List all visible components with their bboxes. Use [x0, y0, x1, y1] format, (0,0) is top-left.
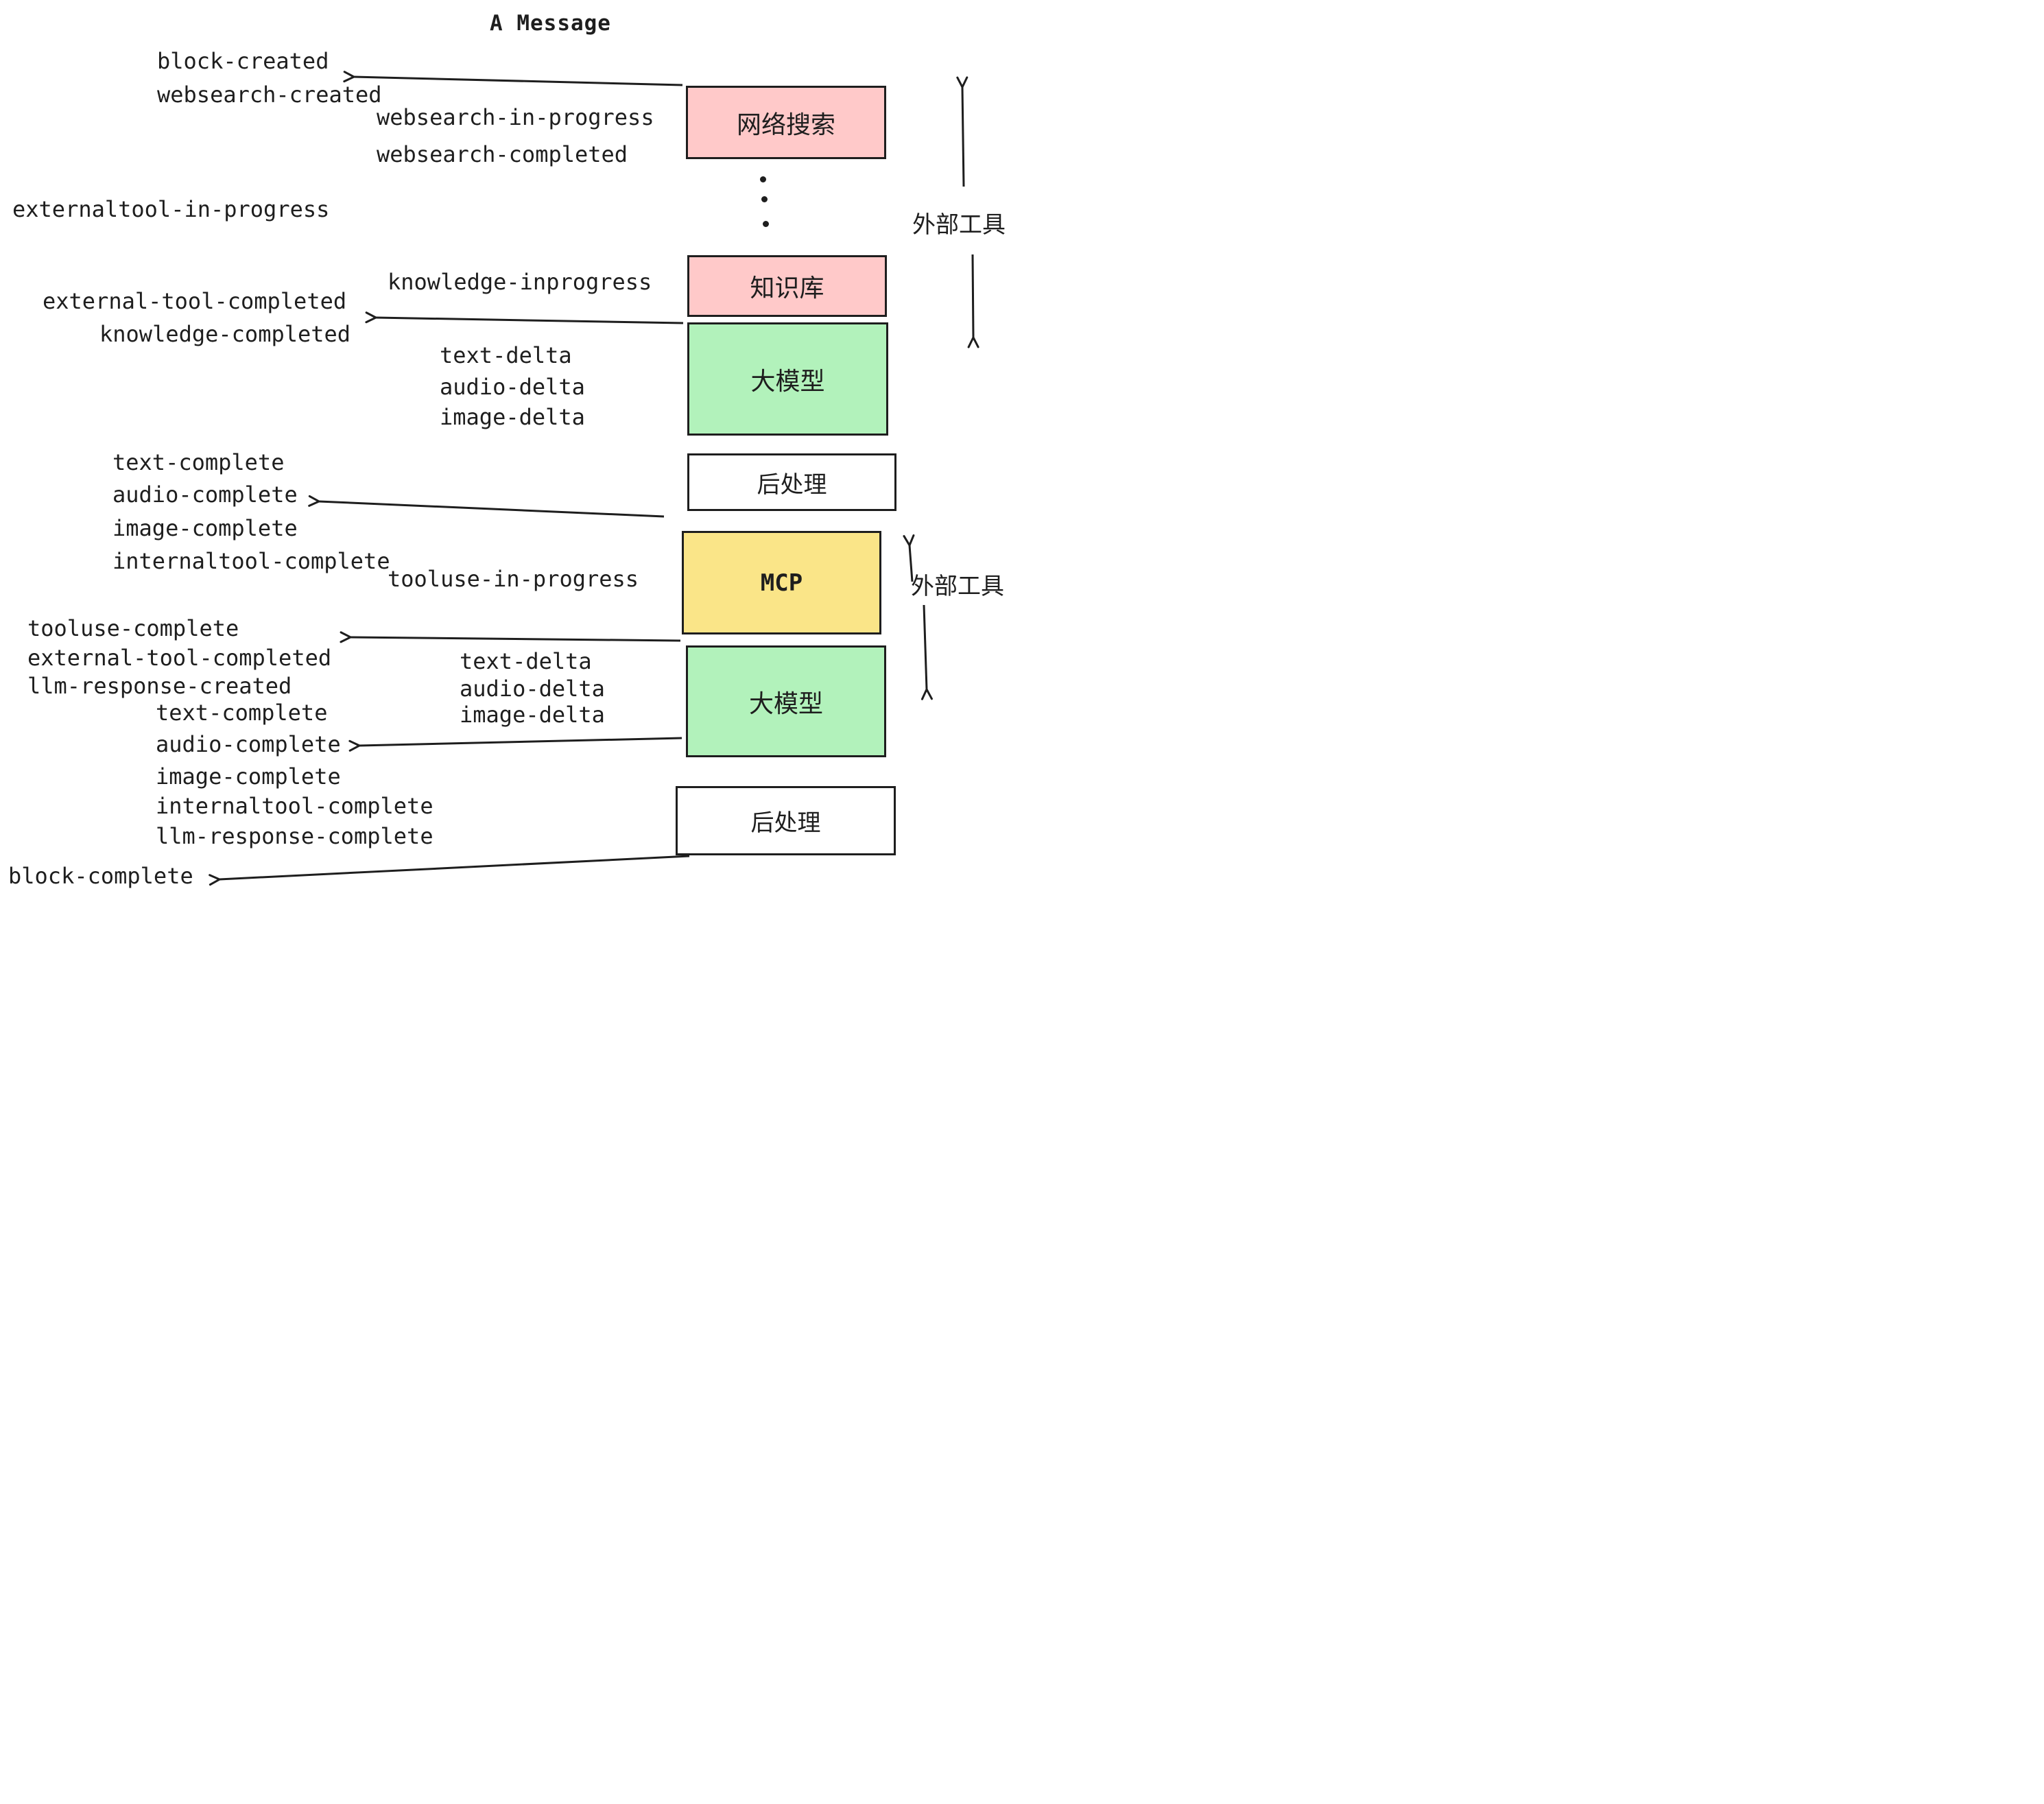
event-internaltool-complete-1: internaltool-complete: [112, 548, 390, 574]
event-image-complete-2: image-complete: [156, 763, 341, 790]
event-text-delta-1: text-delta: [440, 342, 572, 368]
arrow-external-tools-2-up: [903, 534, 915, 582]
arrows-layer: [209, 71, 979, 886]
event-external-tool-completed-1: external-tool-completed: [43, 288, 347, 314]
event-audio-complete-1: audio-complete: [112, 482, 298, 508]
event-websearch-created: websearch-created: [157, 82, 382, 108]
event-image-delta-1: image-delta: [440, 404, 585, 430]
event-external-tool-completed-2: external-tool-completed: [27, 645, 332, 671]
side-label-external-tools-1: 外部工具: [912, 211, 1006, 239]
arrow-to-image-complete: [308, 495, 665, 518]
event-llm-response-created: llm-response-created: [27, 673, 292, 699]
arrow-to-knowledge-completed: [365, 311, 684, 324]
side-label-external-tools-2: 外部工具: [911, 573, 1004, 600]
arrow-to-tooluse-complete: [340, 631, 681, 643]
event-websearch-completed: websearch-completed: [377, 141, 628, 167]
event-audio-delta-2: audio-delta: [460, 676, 605, 702]
arrow-to-audio-complete: [348, 737, 682, 752]
ellipsis-dot: [760, 176, 766, 182]
arrow-external-tools-1-up: [956, 76, 968, 187]
event-image-delta-2: image-delta: [460, 702, 605, 728]
diagram-title: A Message: [490, 11, 611, 36]
event-knowledge-completed: knowledge-completed: [99, 321, 351, 347]
event-tooluse-in-progress: tooluse-in-progress: [388, 566, 639, 592]
ellipsis-dot: [761, 196, 768, 202]
event-tooluse-complete: tooluse-complete: [27, 615, 239, 641]
event-text-complete-1: text-complete: [112, 449, 285, 475]
event-text-delta-2: text-delta: [460, 648, 592, 674]
arrow-to-block-created: [343, 71, 683, 86]
event-llm-response-complete: llm-response-complete: [156, 823, 433, 849]
arrow-to-block-complete: [209, 855, 690, 886]
diagram-canvas: A Message 网络搜索 知识库 大模型 后处理 MCP 大模型 后处理 外…: [0, 0, 1022, 902]
event-websearch-in-progress: websearch-in-progress: [377, 104, 654, 130]
event-knowledge-inprogress: knowledge-inprogress: [388, 269, 652, 295]
event-audio-complete-2: audio-complete: [156, 731, 341, 757]
ellipsis-dot: [763, 221, 769, 227]
arrow-external-tools-2-down: [920, 604, 933, 700]
event-internaltool-complete-2: internaltool-complete: [156, 793, 433, 819]
event-image-complete-1: image-complete: [112, 515, 298, 541]
event-block-complete: block-complete: [8, 863, 193, 889]
event-block-created: block-created: [157, 48, 329, 74]
event-externaltool-in-progress: externaltool-in-progress: [12, 196, 330, 222]
event-audio-delta-1: audio-delta: [440, 374, 585, 400]
event-text-complete-2: text-complete: [156, 700, 328, 726]
